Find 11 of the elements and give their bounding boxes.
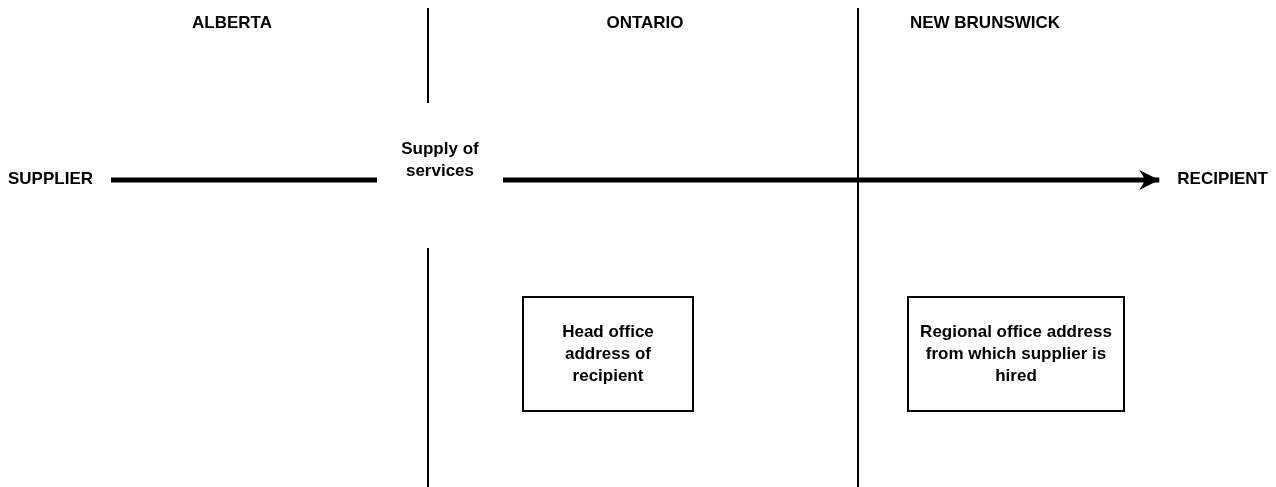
flow-label: Supply of services [400, 138, 480, 182]
box-text: Head office address of recipient [561, 321, 655, 387]
arrow [503, 170, 1160, 190]
process-box [907, 296, 1125, 412]
region-heading: ALBERTA [192, 13, 272, 32]
region-heading: NEW BRUNSWICK [909, 13, 1061, 32]
party-label: RECIPIENT [1177, 168, 1268, 190]
party-label: SUPPLIER [8, 168, 94, 190]
process-box [522, 296, 694, 412]
box-text: Regional office address from which supplier is hired [919, 321, 1113, 387]
region-heading: ONTARIO [606, 13, 684, 32]
